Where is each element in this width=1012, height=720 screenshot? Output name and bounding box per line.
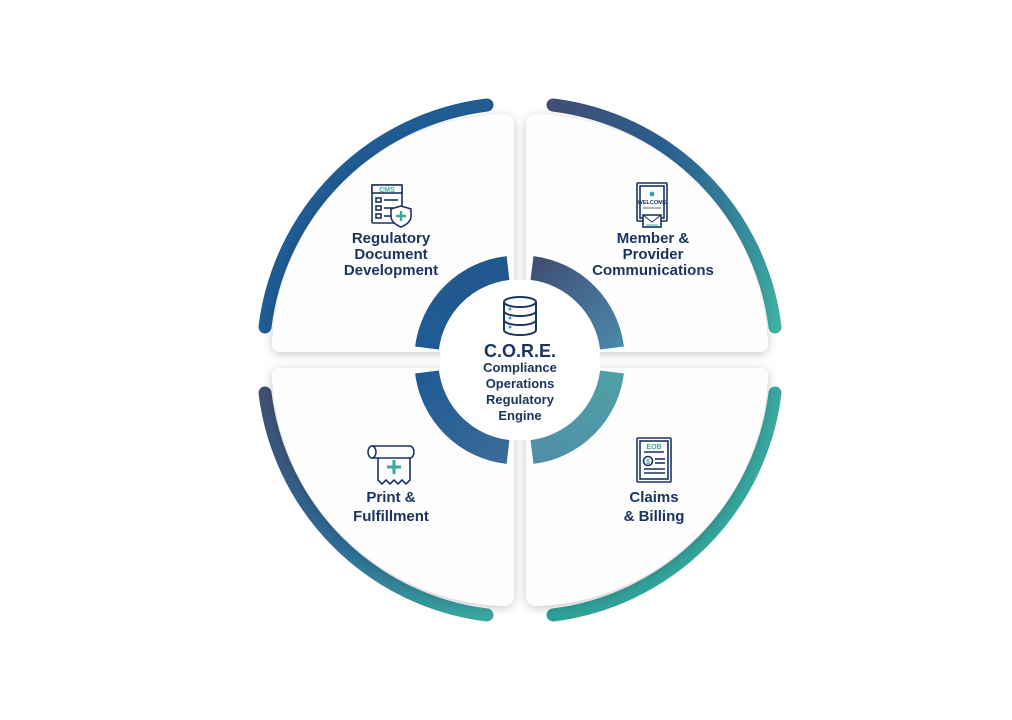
label-top-left-line-3: Development	[344, 262, 438, 279]
outer-arc-bottom-left	[258, 386, 494, 622]
welcome-letter-icon: WELCOME	[636, 182, 668, 228]
cms-document-shield-icon: CMS	[371, 184, 412, 228]
outer-ring	[258, 98, 782, 622]
inner-arc-top-right	[530, 256, 624, 350]
core-title: C.O.R.E.	[484, 341, 556, 361]
label-bottom-right-line-2: & Billing	[624, 508, 685, 525]
label-bottom-left: Print & Fulfillment	[353, 489, 429, 525]
core-line-2: Operations	[486, 376, 555, 391]
core-line-1: Compliance	[483, 360, 557, 375]
label-top-left: Regulatory Document Development	[344, 230, 438, 279]
center-disc	[440, 280, 600, 440]
dollar-sign-icon: $	[646, 459, 650, 466]
label-bottom-right: Claims & Billing	[624, 489, 685, 525]
inner-arc-bottom-right	[530, 370, 624, 464]
core-line-4: Engine	[498, 408, 541, 423]
outer-arc-bottom-right	[546, 386, 782, 622]
outer-arc-top-left	[258, 98, 494, 334]
welcome-icon-label: WELCOME	[638, 200, 667, 206]
label-top-left-line-2: Document	[354, 246, 427, 263]
label-bottom-right-line-1: Claims	[629, 489, 678, 506]
label-top-right-line-2: Provider	[623, 246, 684, 263]
label-top-right-line-1: Member &	[617, 230, 690, 247]
label-bottom-left-line-1: Print &	[366, 489, 415, 506]
inner-arc-bottom-left	[415, 370, 510, 464]
inner-ring	[415, 256, 624, 464]
core-center-text: C.O.R.E. Compliance Operations Regulator…	[483, 341, 557, 423]
label-top-right: Member & Provider Communications	[592, 230, 714, 279]
eob-document-icon: EOB $	[636, 437, 672, 483]
outer-arc-top-right	[546, 98, 782, 334]
label-top-right-line-3: Communications	[592, 262, 714, 279]
database-icon	[503, 296, 537, 336]
eob-icon-label: EOB	[646, 444, 661, 451]
printer-paper-roll-icon	[367, 445, 415, 486]
core-line-3: Regulatory	[486, 392, 555, 407]
inner-arc-top-left	[415, 256, 510, 350]
label-bottom-left-line-2: Fulfillment	[353, 508, 429, 525]
label-top-left-line-1: Regulatory	[352, 230, 431, 247]
cms-icon-label: CMS	[379, 187, 395, 194]
